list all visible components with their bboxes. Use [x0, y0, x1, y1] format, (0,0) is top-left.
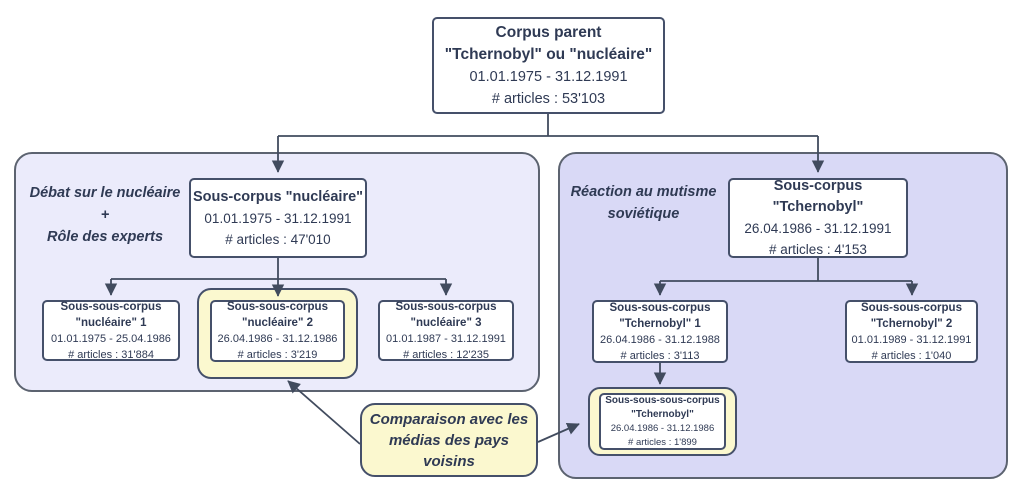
node-articles: # articles : 47'010 — [225, 231, 331, 247]
node-sous-corpus-tchernobyl: Sous-corpus "Tchernobyl" 26.04.1986 - 31… — [728, 178, 908, 258]
node-sous-sous-corpus-tchernobyl-2: Sous-sous-corpus "Tchernobyl" 2 01.01.19… — [845, 300, 978, 363]
node-articles: # articles : 31'884 — [68, 348, 154, 361]
node-title: "nucléaire" 1 — [75, 316, 147, 329]
label-line: + — [100, 207, 110, 223]
node-title: "nucléaire" 3 — [410, 316, 482, 329]
node-sous-sous-corpus-tchernobyl-1: Sous-sous-corpus "Tchernobyl" 1 26.04.19… — [592, 300, 728, 363]
comparison-note: Comparaison avec les médias des pays voi… — [360, 403, 538, 477]
node-title: "Tchernobyl" ou "nucléaire" — [444, 45, 653, 63]
node-articles: # articles : 12'235 — [403, 348, 489, 361]
node-articles: # articles : 53'103 — [491, 90, 606, 107]
node-title: Corpus parent — [495, 23, 602, 41]
node-title: Sous-corpus — [773, 178, 863, 194]
node-dates: 26.04.1986 - 31.12.1986 — [610, 422, 715, 434]
node-title: "Tchernobyl" 1 — [619, 317, 701, 330]
label-line: Rôle des experts — [46, 229, 164, 245]
node-corpus-parent: Corpus parent "Tchernobyl" ou "nucléaire… — [432, 17, 665, 114]
node-title: Sous-sous-corpus — [227, 301, 328, 313]
node-title: "Tchernobyl" — [631, 408, 694, 420]
node-sous-sous-corpus-nucleaire-1: Sous-sous-corpus "nucléaire" 1 01.01.197… — [42, 300, 180, 361]
node-title: "Tchernobyl" 2 — [870, 317, 953, 330]
node-sous-sous-corpus-nucleaire-3: Sous-sous-corpus "nucléaire" 3 01.01.198… — [378, 300, 514, 361]
node-title: Sous-sous-corpus — [861, 301, 962, 314]
node-dates: 01.01.1975 - 31.12.1991 — [204, 210, 352, 226]
node-sous-sous-sous-corpus-tchernobyl: Sous-sous-sous-corpus "Tchernobyl" 26.04… — [599, 393, 726, 450]
node-title: Sous-sous-corpus — [395, 300, 497, 313]
label-line: Réaction au mutisme — [570, 184, 717, 200]
node-dates: 01.01.1987 - 31.12.1991 — [386, 332, 506, 345]
node-title: Sous-sous-corpus — [60, 300, 162, 313]
node-title: "nucléaire" 2 — [242, 317, 313, 329]
comparison-line: Comparaison avec les — [369, 410, 529, 428]
node-articles: # articles : 4'153 — [769, 242, 867, 257]
node-articles: # articles : 1'040 — [871, 349, 952, 362]
right-panel-label: Réaction au mutisme soviétique — [566, 181, 721, 225]
node-articles: # articles : 3'219 — [237, 349, 318, 361]
node-dates: 01.01.1975 - 25.04.1986 — [51, 332, 171, 345]
node-dates: 26.04.1986 - 31.12.1991 — [744, 221, 892, 236]
node-articles: # articles : 3'113 — [620, 349, 700, 362]
node-title: "Tchernobyl" — [772, 199, 864, 215]
node-dates: 01.01.1975 - 31.12.1991 — [469, 68, 628, 85]
node-title: Sous-sous-sous-corpus — [605, 394, 720, 406]
node-dates: 26.04.1986 - 31.12.1986 — [217, 333, 338, 345]
node-title: Sous-sous-corpus — [609, 301, 711, 314]
comparison-line: médias des pays voisins — [388, 431, 510, 470]
left-panel-label: Débat sur le nucléaire + Rôle des expert… — [20, 182, 190, 248]
label-line: Débat sur le nucléaire — [29, 185, 181, 201]
node-sous-corpus-nucleaire: Sous-corpus "nucléaire" 01.01.1975 - 31.… — [189, 178, 367, 258]
node-dates: 26.04.1986 - 31.12.1988 — [600, 333, 720, 346]
node-sous-sous-corpus-nucleaire-2: Sous-sous-corpus "nucléaire" 2 26.04.198… — [210, 300, 345, 362]
label-line: soviétique — [607, 206, 680, 222]
node-title: Sous-corpus "nucléaire" — [192, 188, 364, 205]
node-articles: # articles : 1'899 — [628, 436, 697, 448]
node-dates: 01.01.1989 - 31.12.1991 — [851, 333, 972, 346]
